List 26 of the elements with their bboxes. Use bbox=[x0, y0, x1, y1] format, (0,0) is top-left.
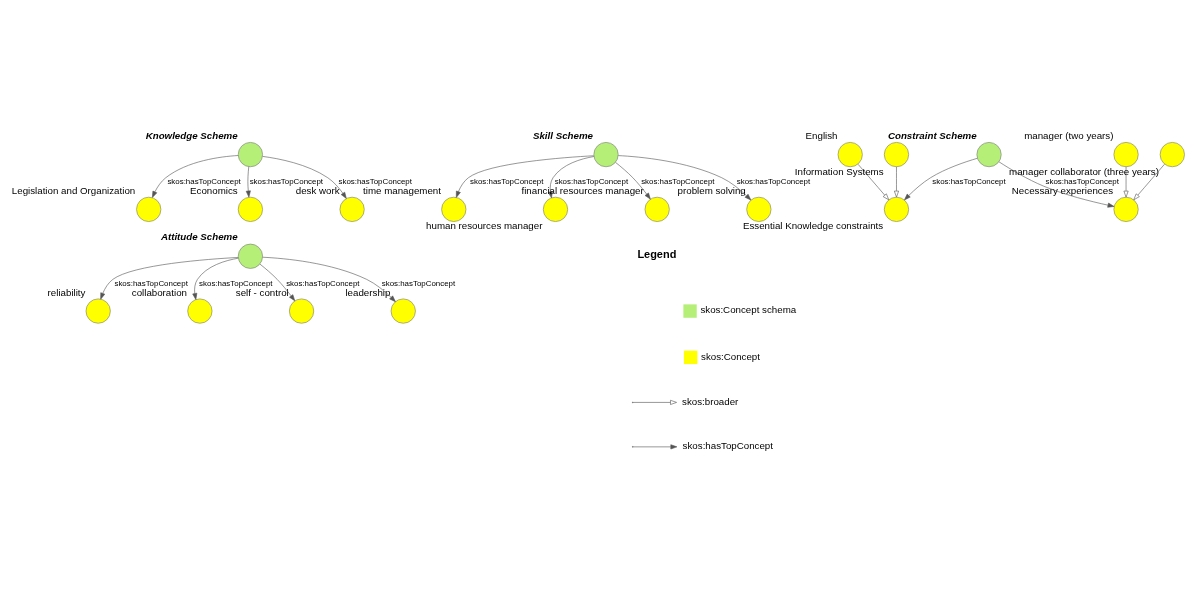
node-label: leadership bbox=[345, 286, 391, 298]
node-label: Necessary experiences bbox=[1011, 185, 1114, 197]
node-label: self - control bbox=[235, 286, 289, 298]
node-label: desk work bbox=[295, 185, 340, 197]
node-label: Constraint Scheme bbox=[887, 129, 977, 141]
label: Legend bbox=[637, 248, 677, 261]
legend-label: skos:hasTopConcept bbox=[682, 440, 773, 452]
node-label: manager (two years) bbox=[1024, 130, 1114, 142]
node-label: collaboration bbox=[131, 286, 187, 298]
legend-label: skos:broader bbox=[682, 395, 739, 407]
node-label: Skill Scheme bbox=[532, 129, 594, 141]
legend-label: skos:Concept schema bbox=[700, 304, 797, 316]
node-label: financial resources manager bbox=[521, 185, 644, 197]
node-label: Essential Knowledge constraints bbox=[742, 220, 884, 232]
node-label: time management bbox=[363, 185, 441, 197]
node-label: reliability bbox=[47, 286, 86, 298]
node-label: English bbox=[805, 130, 838, 142]
node-label: problem solving bbox=[677, 185, 746, 197]
legend-label: skos:Concept bbox=[701, 350, 760, 362]
node-label: human resources manager bbox=[426, 220, 543, 232]
node-label: Attitude Scheme bbox=[160, 231, 238, 243]
node-label: Economics bbox=[190, 185, 238, 197]
node-label: Information Systems bbox=[794, 165, 884, 177]
node-label: Legislation and Organization bbox=[11, 185, 136, 197]
node-label: manager collaborator (three years) bbox=[1009, 165, 1159, 177]
node-label: Knowledge Scheme bbox=[145, 129, 238, 141]
